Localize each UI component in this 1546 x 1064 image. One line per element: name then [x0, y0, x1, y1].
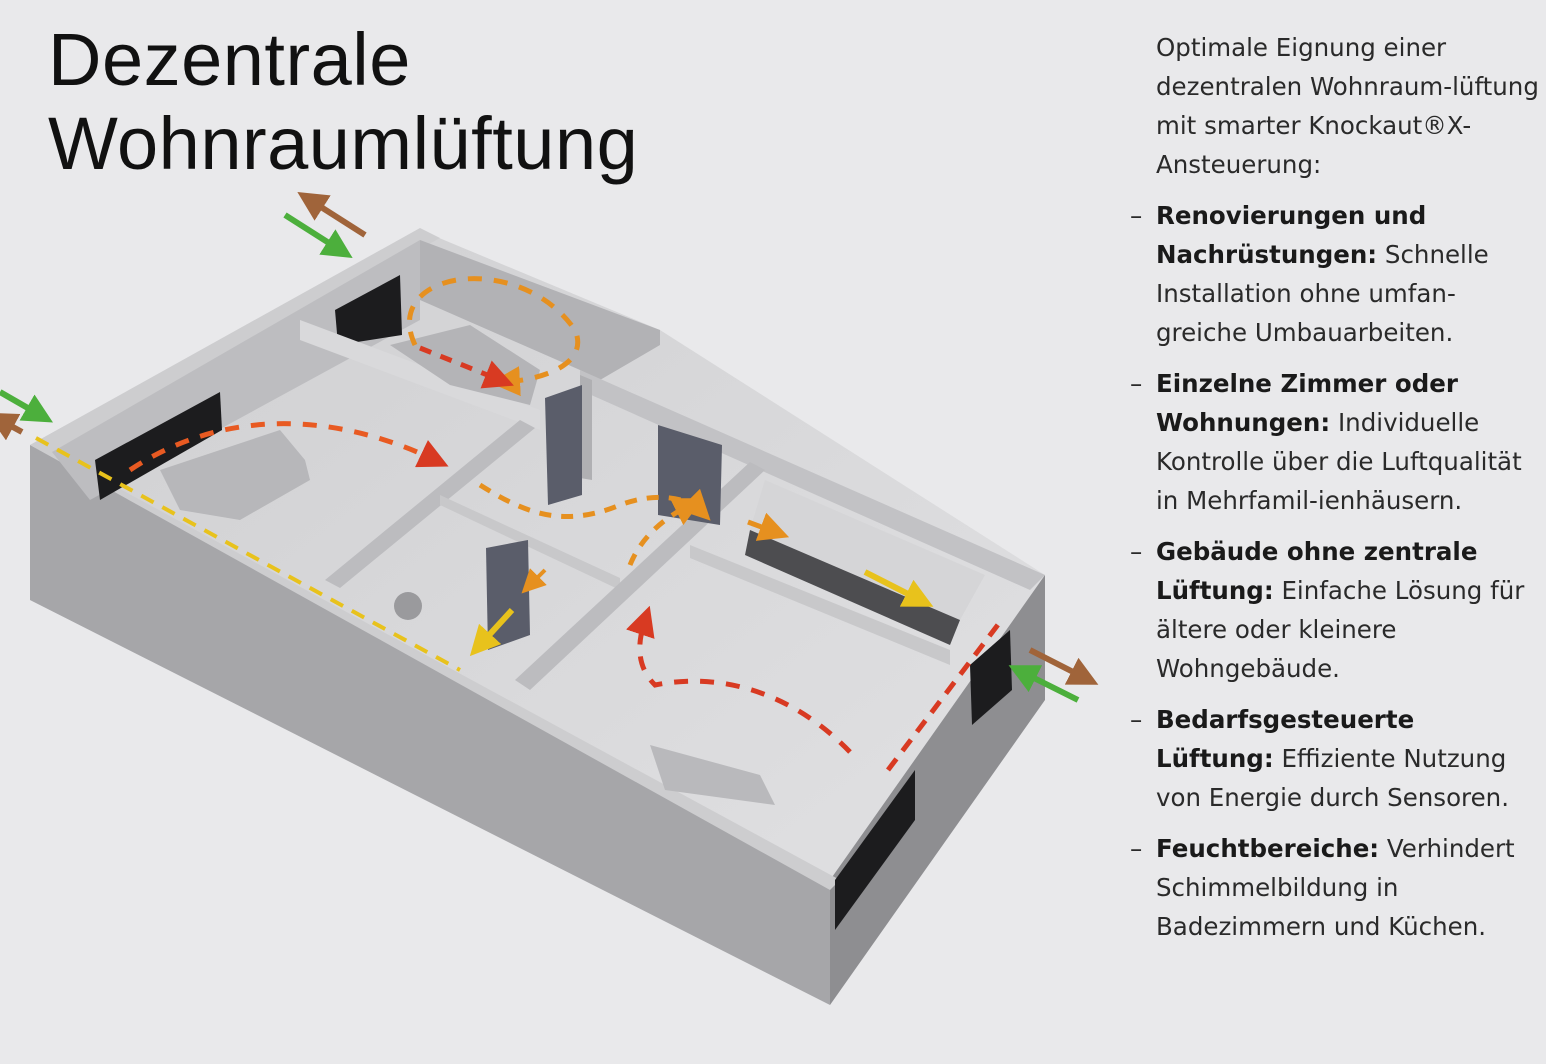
kitchen-base — [745, 530, 960, 645]
airflow-bedroom — [406, 276, 580, 397]
benefit-text: Einfache Lösung für ältere oder kleinere… — [1156, 576, 1525, 683]
benefit-term: Bedarfsgesteuerte Lüftung: — [1156, 705, 1415, 773]
title-line-2: Wohnraumlüftung — [48, 102, 639, 185]
benefit-term: Gebäude ohne zentrale Lüftung: — [1156, 537, 1478, 605]
bullet-dash: – — [1130, 201, 1143, 230]
fresh-air-arrow-left — [0, 389, 54, 423]
sofa — [160, 430, 310, 520]
airflow-bedroom-low — [419, 345, 514, 389]
title-line-1: Dezentrale — [48, 18, 411, 101]
interior-wall-1 — [300, 320, 540, 430]
exhaust-air-arrow-right — [1028, 647, 1099, 685]
exhaust-air-arrow-left — [0, 412, 24, 441]
bed-2 — [650, 745, 775, 805]
benefit-term: Renovierungen und Nachrüstungen: — [1156, 201, 1427, 269]
benefit-term: Feuchtbereiche: — [1156, 834, 1380, 863]
airflow-kitchen — [747, 512, 790, 541]
bullet-dash: – — [1130, 834, 1143, 863]
interior-wall-2 — [325, 420, 535, 588]
back-wall-top-right — [420, 240, 660, 380]
benefit-term: Einzelne Zimmer oder Wohnungen: — [1156, 369, 1458, 437]
floorplan-diagram — [0, 191, 1099, 1005]
benefit-item: – Einzelne Zimmer oder Wohnungen: Indivi… — [1130, 364, 1540, 520]
bullet-dash: – — [1130, 369, 1143, 398]
benefit-item: – Bedarfsgesteuerte Lüftung: Effiziente … — [1130, 700, 1540, 817]
fresh-air-arrow-top — [283, 212, 353, 259]
back-wall-right — [580, 370, 1045, 590]
window-front — [835, 770, 915, 930]
benefit-item: – Feuchtbereiche: Verhindert Schimmelbil… — [1130, 829, 1540, 946]
interior-wall-6 — [580, 375, 592, 480]
benefit-text: Effiziente Nutzung von Energie durch Sen… — [1156, 744, 1509, 812]
bullet-dash: – — [1130, 537, 1143, 566]
window-living — [95, 392, 222, 500]
door-corridor — [545, 385, 582, 505]
airflow-living — [128, 421, 449, 473]
exhaust-air-arrow-top — [297, 191, 367, 238]
benefit-text: Schnelle Installation ohne umfan-greiche… — [1156, 240, 1489, 347]
window-bedroom — [335, 275, 402, 345]
bullet-dash: – — [1130, 705, 1143, 734]
airflow-bedroom-2 — [626, 605, 852, 754]
dashed-line-red — [886, 620, 1002, 772]
benefits-panel: Optimale Eignung einer dezentralen Wohnr… — [1130, 28, 1540, 958]
interior-wall-3 — [440, 495, 620, 590]
interior-wall-5 — [690, 545, 950, 665]
page-title: Dezentrale Wohnraumlüftung — [48, 18, 638, 186]
airflow-bathroom-2 — [521, 568, 547, 594]
dashed-line-yellow — [35, 436, 461, 672]
window-right — [970, 630, 1012, 725]
airflow-corridor — [478, 482, 711, 521]
toilet — [394, 592, 422, 620]
benefit-item: – Gebäude ohne zentrale Lüftung: Einfach… — [1130, 532, 1540, 688]
benefit-item: – Renovierungen und Nachrüstungen: Schne… — [1130, 196, 1540, 352]
outer-wall-front — [30, 445, 830, 1005]
benefit-text: Individuelle Kontrolle über die Luftqual… — [1156, 408, 1522, 515]
benefit-text: Verhindert Schimmelbildung in Badezimmer… — [1156, 834, 1515, 941]
airflow-kitchen-yellow — [863, 569, 934, 607]
intro-text: Optimale Eignung einer dezentralen Wohnr… — [1156, 33, 1539, 179]
airflow-hall — [627, 498, 704, 566]
airflow-bathroom — [469, 607, 515, 657]
fresh-air-arrow-right — [1008, 665, 1080, 703]
